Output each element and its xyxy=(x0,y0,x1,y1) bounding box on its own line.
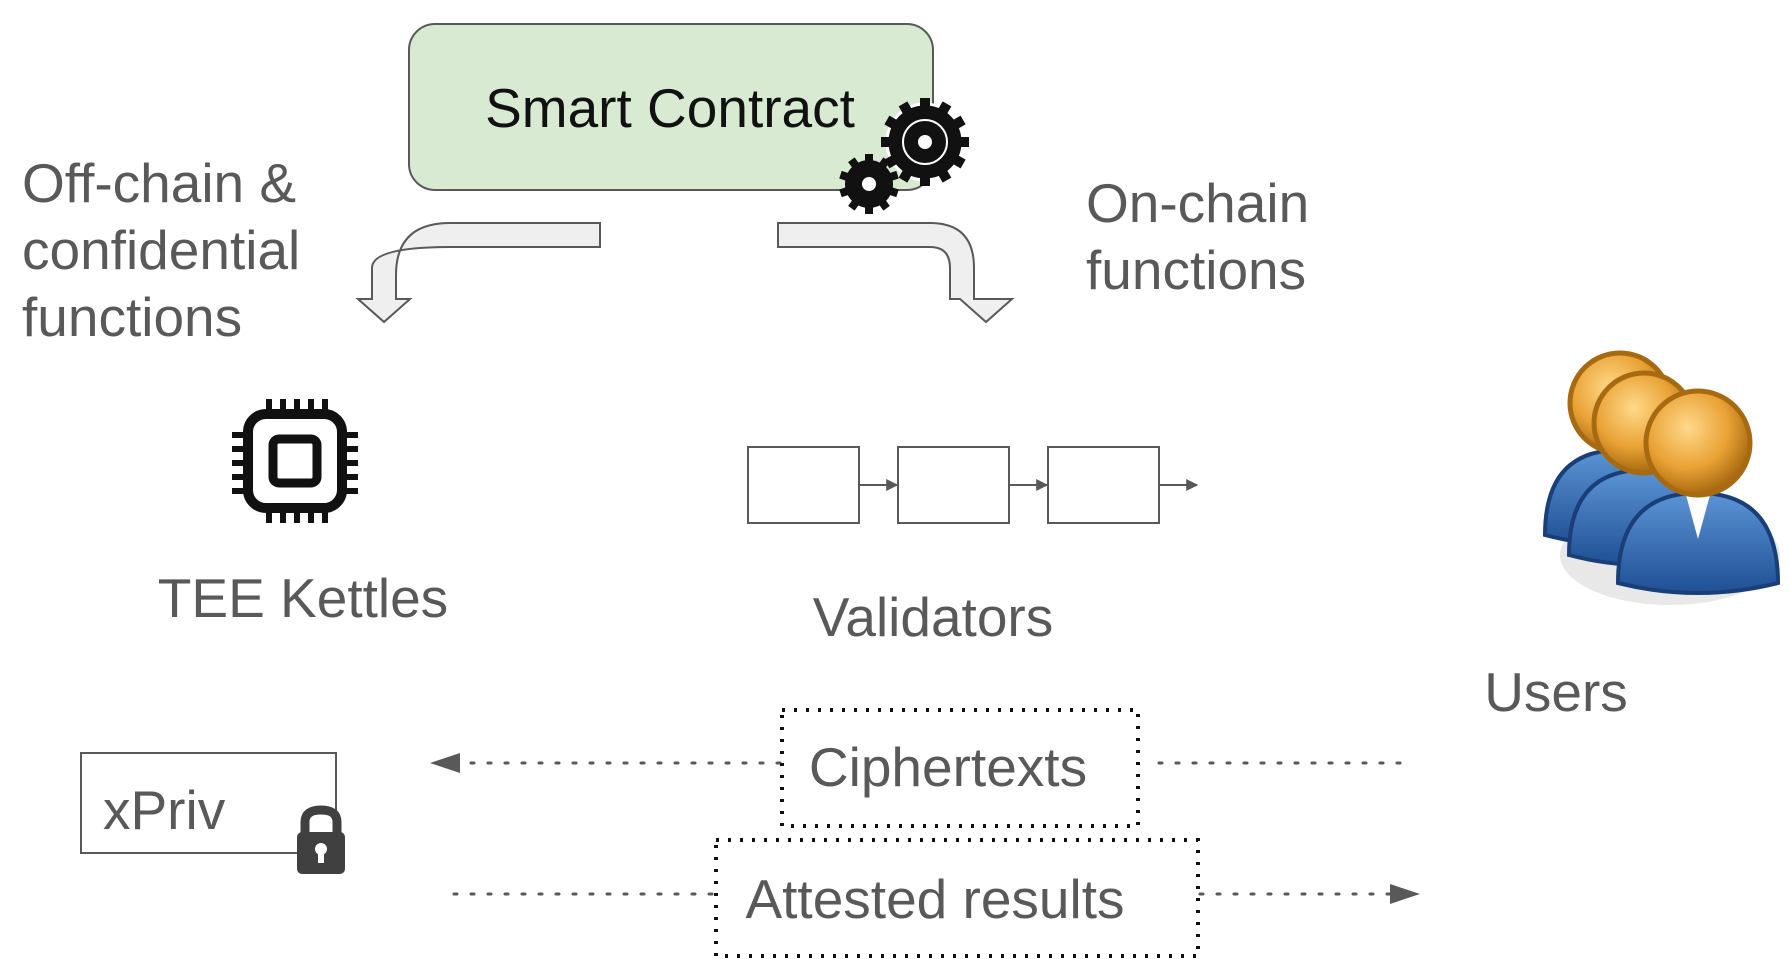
on-chain-line-1: On-chain xyxy=(1086,172,1309,234)
smart-contract-box: Smart Contract xyxy=(408,23,934,191)
block-3 xyxy=(1047,446,1160,524)
block-1 xyxy=(747,446,860,524)
attested-results-box xyxy=(714,838,1200,958)
on-chain-line-2: functions xyxy=(1086,239,1306,301)
lock-icon xyxy=(297,805,345,874)
block-2 xyxy=(897,446,1010,524)
attested-arrowhead xyxy=(1390,884,1420,904)
cpu-chip-icon xyxy=(232,399,358,523)
off-chain-line-1: Off-chain & xyxy=(22,152,296,214)
smart-contract-label: Smart Contract xyxy=(485,77,855,139)
ciphertexts-label: Ciphertexts xyxy=(809,736,1087,798)
validators-label: Validators xyxy=(813,586,1054,648)
gears-icon xyxy=(839,98,969,214)
xpriv-box: xPriv xyxy=(80,752,337,854)
off-chain-line-3: functions xyxy=(22,286,242,348)
users-label: Users xyxy=(1484,661,1628,723)
off-chain-line-2: confidential xyxy=(22,219,300,281)
blockchain xyxy=(747,446,1199,524)
ciphertexts-box xyxy=(780,708,1140,828)
users-group-icon xyxy=(1542,350,1781,605)
tee-kettles-label: TEE Kettles xyxy=(158,567,448,629)
attested-results-label: Attested results xyxy=(745,868,1124,930)
ciphertexts-arrowhead xyxy=(430,753,460,773)
attested-results-flow: Attested results xyxy=(452,838,1420,958)
right-curved-arrow-shape xyxy=(777,222,1015,324)
xpriv-label: xPriv xyxy=(103,779,226,841)
ciphertexts-flow: Ciphertexts xyxy=(430,708,1402,828)
left-curved-arrow xyxy=(355,222,601,324)
